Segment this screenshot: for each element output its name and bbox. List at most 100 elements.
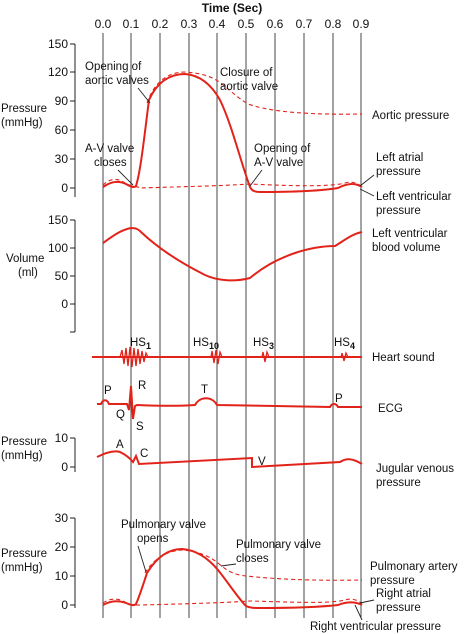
- hs4-burst: [340, 351, 349, 362]
- pulm-close-label-1: Pulmonary valve: [236, 539, 321, 551]
- pressure-tick-90: 90: [55, 94, 69, 108]
- right-atrial-label-2: pressure: [376, 602, 421, 614]
- volume-tick-0: 0: [61, 297, 68, 311]
- jvp-ylabel-1: Pressure: [1, 436, 47, 448]
- pressure-tick-60: 60: [55, 123, 69, 137]
- right-ventricular-leader: [354, 604, 363, 621]
- right-tick-20: 20: [55, 540, 69, 554]
- pressure-tick-30: 30: [55, 152, 69, 166]
- jvp-ylabel-2: (mmHg): [1, 450, 43, 462]
- ecg-p1: P: [104, 385, 112, 397]
- time-tick-7: 0.7: [296, 17, 313, 31]
- volume-panel: 150 100 50 0 Volume (ml) Left ventricula…: [6, 213, 448, 333]
- hs1-burst: [119, 346, 149, 368]
- aortic-pressure-label: Aortic pressure: [372, 110, 449, 122]
- jvp-label-2: pressure: [376, 477, 421, 489]
- time-tick-3: 0.3: [181, 17, 198, 31]
- av-close-leader: [117, 169, 134, 186]
- pulm-close-leader: [220, 563, 237, 567]
- hs2-burst: [210, 349, 223, 365]
- lv-volume-label-2: blood volume: [372, 242, 440, 254]
- heart-sound-label: Heart sound: [372, 352, 435, 364]
- left-ventricular-label-1: Left ventricular: [376, 191, 452, 203]
- left-ventricular-label-2: pressure: [376, 205, 421, 217]
- pulm-artery-label-1: Pulmonary artery: [370, 561, 458, 573]
- ecg-trace: [97, 385, 362, 420]
- pulm-open-label-1: Pulmonary valve: [121, 519, 206, 531]
- pressure-tick-0: 0: [61, 181, 68, 195]
- right-tick-10: 10: [55, 569, 69, 583]
- right-heart-panel: 30 20 10 0 Pressure (mmHg) Pulmonary val…: [1, 511, 458, 633]
- right-ventricular-curve: [102, 547, 363, 610]
- pulm-close-label-2: closes: [236, 553, 269, 565]
- jvp-a: A: [116, 439, 124, 451]
- av-open-label-1: Opening of: [254, 143, 311, 155]
- pressure-tick-120: 120: [48, 65, 68, 79]
- pulm-open-label-2: opens: [137, 533, 169, 545]
- aortic-pressure-curve: [146, 71, 363, 115]
- aortic-opening-leader: [137, 87, 151, 104]
- time-tick-6: 0.6: [267, 17, 284, 31]
- jvp-c: C: [140, 448, 148, 460]
- av-close-label-2: closes: [94, 157, 127, 169]
- volume-ylabel-1: Volume: [6, 253, 44, 265]
- hs3-burst: [261, 349, 270, 363]
- pressure-tick-150: 150: [48, 37, 68, 51]
- left-atrial-leader: [359, 174, 375, 187]
- jvp-tick-10: 10: [55, 431, 69, 445]
- time-tick-0: 0.0: [95, 17, 112, 31]
- pressure-ylabel-2: (mmHg): [1, 117, 43, 129]
- left-atrial-label-2: pressure: [376, 166, 421, 178]
- aortic-opening-label-1: Opening of: [85, 61, 142, 73]
- time-tick-4: 0.4: [209, 17, 226, 31]
- left-ventricular-pressure-curve: [102, 72, 363, 194]
- jvp-label-1: Jugular venous: [376, 463, 454, 475]
- pulmonary-artery-curve: [144, 549, 363, 581]
- left-ventricular-leader: [359, 188, 375, 197]
- av-open-leader: [249, 169, 263, 187]
- ecg-t: T: [201, 384, 208, 396]
- ecg-label: ECG: [378, 403, 403, 415]
- left-atrial-label-1: Left atrial: [376, 152, 423, 164]
- pressure-panel: 150 120 90 60 30 0 Pressure (mmHg) Openi…: [1, 37, 452, 217]
- volume-tick-100: 100: [48, 241, 68, 255]
- ecg-q: Q: [116, 409, 125, 421]
- jvp-panel: 10 0 Pressure (mmHg) A C V Jugular venou…: [1, 431, 454, 489]
- time-tick-labels: 0.0 0.1 0.2 0.3 0.4 0.5 0.6 0.7 0.8 0.9: [95, 17, 370, 31]
- pulm-open-leader: [137, 545, 147, 573]
- right-atrial-curve: [102, 598, 363, 606]
- ecg-panel: P Q R S T P ECG: [97, 380, 403, 433]
- right-ventricular-label: Right ventricular pressure: [310, 621, 441, 633]
- aortic-opening-label-2: aortic valves: [85, 75, 149, 87]
- av-open-label-2: A-V valve: [254, 157, 303, 169]
- aortic-closure-label-2: aortic valve: [220, 81, 278, 93]
- volume-ylabel-2: (ml): [18, 267, 38, 279]
- left-atrial-pressure-curve: [102, 178, 363, 189]
- time-tick-5: 0.5: [238, 17, 255, 31]
- hs1-label: HS1: [130, 337, 151, 351]
- right-tick-30: 30: [55, 511, 69, 525]
- time-gridlines: [102, 33, 362, 618]
- right-tick-0: 0: [61, 598, 68, 612]
- right-atrial-leader: [359, 599, 375, 604]
- right-atrial-label-1: Right atrial: [376, 588, 431, 600]
- jvp-curve: [96, 450, 363, 469]
- ecg-s: S: [136, 421, 144, 433]
- right-ylabel-2: (mmHg): [1, 562, 43, 574]
- hs2-label: HS10: [193, 337, 219, 351]
- time-tick-8: 0.8: [325, 17, 342, 31]
- av-close-label-1: A-V valve: [85, 143, 134, 155]
- right-ylabel-1: Pressure: [1, 548, 47, 560]
- lv-volume-curve: [102, 226, 363, 282]
- heart-sound-panel: HS1 HS10 HS3 HS4 Heart sound: [92, 337, 435, 368]
- jvp-v: V: [258, 456, 266, 468]
- lv-volume-label-1: Left ventricular: [372, 228, 448, 240]
- aortic-closure-label-1: Closure of: [220, 67, 273, 79]
- time-tick-2: 0.2: [152, 17, 169, 31]
- time-tick-1: 0.1: [123, 17, 140, 31]
- ecg-p2: P: [335, 393, 343, 405]
- jvp-tick-0: 0: [61, 460, 68, 474]
- pressure-ylabel-1: Pressure: [1, 103, 47, 115]
- time-axis-title: Time (Sec): [202, 1, 262, 15]
